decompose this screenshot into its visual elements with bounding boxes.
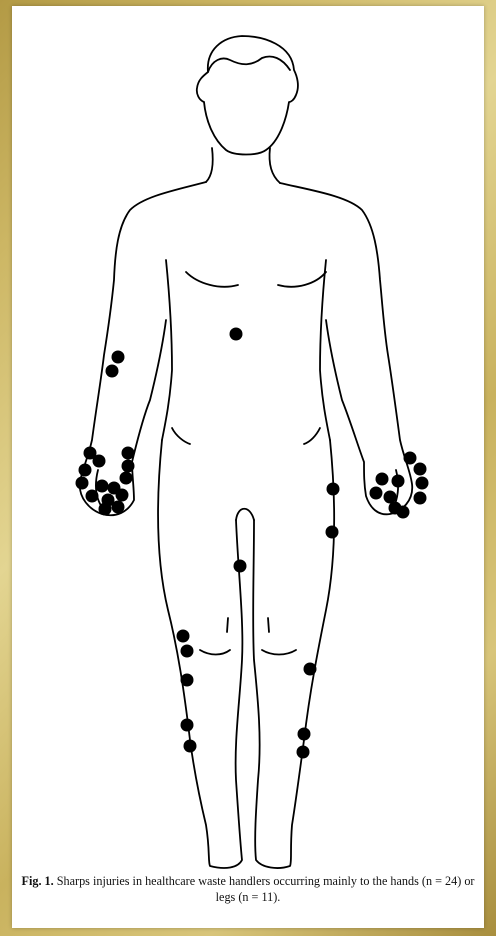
head-outline — [197, 36, 298, 155]
injury-marker — [112, 351, 125, 364]
figure-caption-text: Sharps injuries in healthcare waste hand… — [57, 874, 475, 904]
right-leg-outer — [253, 440, 334, 868]
injury-marker — [298, 728, 311, 741]
injury-marker — [376, 473, 389, 486]
injury-marker — [177, 630, 190, 643]
injury-marker — [122, 447, 135, 460]
hip-right — [304, 428, 320, 444]
injury-marker — [414, 463, 427, 476]
crotch — [236, 509, 254, 520]
injury-marker — [112, 501, 125, 514]
hairline — [208, 57, 290, 73]
injury-marker — [76, 477, 89, 490]
neck-right — [269, 148, 280, 183]
injury-marker — [181, 674, 194, 687]
injury-marker — [116, 489, 129, 502]
left-leg-outer — [158, 440, 242, 868]
knee-crease-right — [262, 650, 296, 655]
figure-caption: Fig. 1. Sharps injuries in healthcare wa… — [18, 873, 478, 905]
injury-marker — [184, 740, 197, 753]
torso-left-side — [162, 260, 172, 440]
injury-marker — [181, 719, 194, 732]
injury-marker — [106, 365, 119, 378]
injury-marker — [93, 455, 106, 468]
chest-right — [278, 272, 326, 287]
injury-marker — [416, 477, 429, 490]
injury-markers — [76, 328, 429, 759]
right-arm-outline — [280, 183, 412, 514]
knee-left — [227, 618, 228, 632]
torso-right-side — [320, 260, 330, 440]
injury-marker — [397, 506, 410, 519]
injury-marker — [370, 487, 383, 500]
figure-label: Fig. 1. — [22, 874, 54, 888]
hip-left — [172, 428, 190, 444]
knee-right — [268, 618, 269, 632]
injury-marker — [326, 526, 339, 539]
injury-marker — [96, 480, 109, 493]
injury-marker — [304, 663, 317, 676]
knee-crease-left — [200, 650, 230, 655]
injury-marker — [120, 472, 133, 485]
injury-marker — [234, 560, 247, 573]
injury-marker — [392, 475, 405, 488]
neck-left — [206, 148, 213, 182]
injury-marker — [297, 746, 310, 759]
injury-marker — [327, 483, 340, 496]
injury-marker — [122, 460, 135, 473]
chest-left — [186, 272, 238, 287]
injury-marker — [414, 492, 427, 505]
injury-marker — [79, 464, 92, 477]
injury-marker — [86, 490, 99, 503]
injury-marker — [230, 328, 243, 341]
injury-marker — [99, 503, 112, 516]
injury-marker — [404, 452, 417, 465]
injury-marker — [181, 645, 194, 658]
